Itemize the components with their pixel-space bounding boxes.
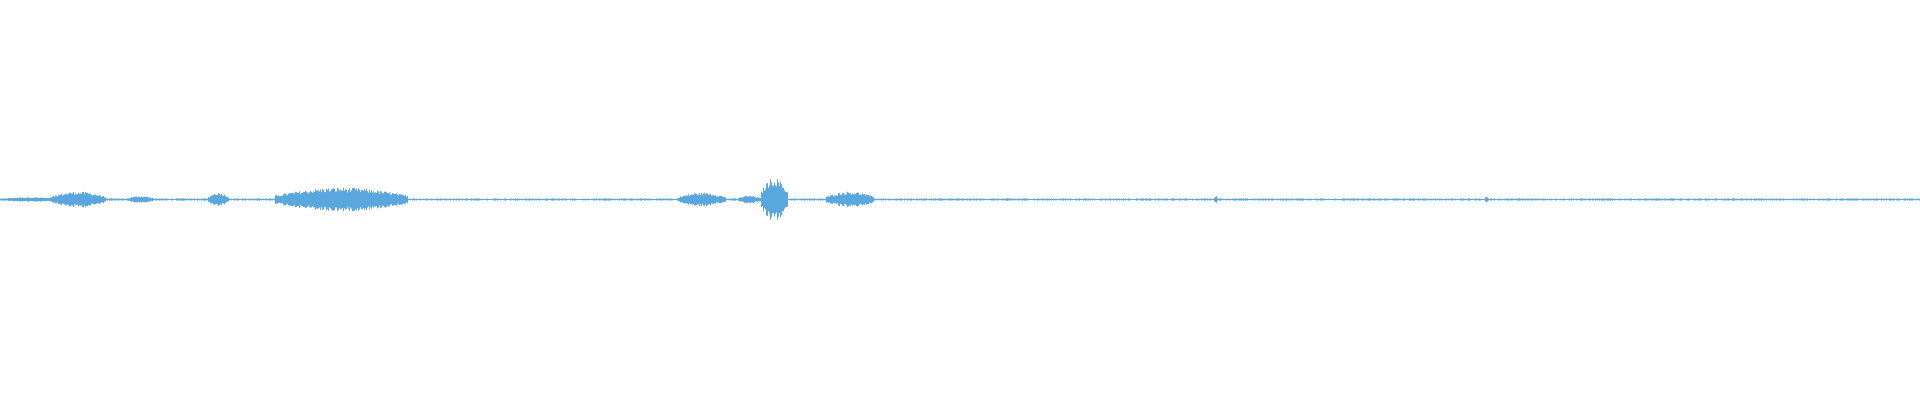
waveform-samples — [0, 179, 1920, 220]
